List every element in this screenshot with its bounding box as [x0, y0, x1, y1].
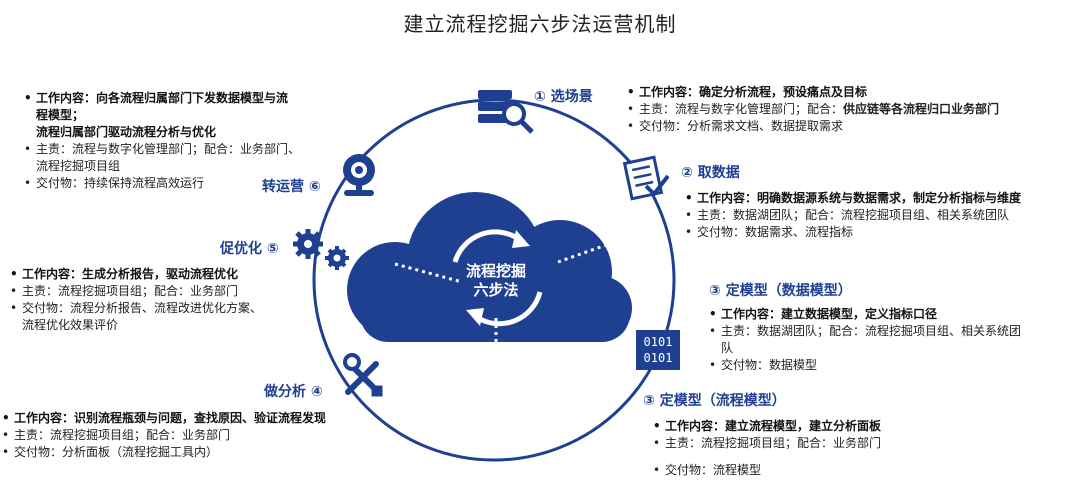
binary-line1: 0101 — [643, 335, 673, 349]
step3b-work: 工作内容：建立流程模型，建立分析面板 — [651, 418, 881, 435]
step6-work-cont: 程模型； — [36, 108, 85, 122]
step4-details: 工作内容：识别流程瓶颈与问题，查找原因、验证流程发现 主责：流程挖掘项目组；配合… — [0, 410, 326, 461]
step2-details: 工作内容：明确数据源系统与数据需求，制定分析指标与维度 主责：数据湖团队；配合：… — [683, 190, 1021, 241]
cycle-ring — [312, 98, 676, 462]
step3b-details: 工作内容：建立流程模型，建立分析面板 主责：流程挖掘项目组；配合：业务部门 交付… — [651, 418, 881, 479]
step4-work: 工作内容：识别流程瓶颈与问题，查找原因、验证流程发现 — [0, 410, 326, 427]
step1-owner: 主责：流程与数字化管理部门；配合：供应链等各流程归口业务部门 — [625, 101, 999, 118]
database-search-icon — [478, 90, 534, 134]
step6-work-cont2: 流程归属部门驱动流程分析与优化 — [36, 125, 217, 139]
step5-deliverable-cont: 流程优化效果评价 — [22, 318, 119, 332]
step6-owner: 主责：流程与数字化管理部门；配合：业务部门、 — [22, 141, 300, 158]
gears-icon — [293, 229, 349, 270]
step5-details: 工作内容：生成分析报告，驱动流程优化 主责：流程挖掘项目组；配合：业务部门 交付… — [8, 266, 262, 334]
tools-icon — [343, 353, 383, 397]
step3a-details: 工作内容：建立数据模型，定义指标口径 主责：数据湖团队；配合：流程挖掘项目组、相… — [707, 306, 1021, 374]
step5-label: 促优化 ⑤ — [220, 241, 279, 257]
step5-deliverable: 交付物：流程分析报告、流程改进优化方案、 — [8, 300, 262, 317]
step5-work: 工作内容：生成分析报告，驱动流程优化 — [8, 266, 262, 283]
step6-owner-cont: 流程挖掘项目组 — [36, 159, 121, 173]
step1-details: 工作内容：确定分析流程，预设痛点及目标 主责：流程与数字化管理部门；配合：供应链… — [625, 84, 999, 135]
step1-label: ① 选场景 — [534, 89, 593, 105]
step4-deliverable: 交付物：分析面板（流程挖掘工具内） — [0, 444, 326, 461]
center-label-line2: 六步法 — [473, 281, 519, 299]
step3a-deliverable: 交付物：数据模型 — [707, 357, 1021, 374]
center-label-line1: 流程挖掘 — [465, 262, 526, 280]
step3b-label: ③ 定模型（流程模型） — [643, 393, 786, 409]
step6-details: 工作内容：向各流程归属部门下发数据模型与流 程模型； 流程归属部门驱动流程分析与… — [22, 90, 300, 192]
step3b-owner: 主责：流程挖掘项目组；配合：业务部门 — [651, 435, 881, 452]
step2-owner: 主责：数据湖团队；配合：流程挖掘项目组、相关系统团队 — [683, 207, 1021, 224]
cloud-dotted-lines — [394, 236, 627, 348]
step1-work: 工作内容：确定分析流程，预设痛点及目标 — [625, 84, 999, 101]
center-label: 流程挖掘 六步法 — [441, 262, 551, 300]
binary-icon: 0101 0101 — [636, 330, 680, 370]
step2-work: 工作内容：明确数据源系统与数据需求，制定分析指标与维度 — [683, 190, 1021, 207]
step1-deliverable: 交付物：分析需求文档、数据提取需求 — [625, 118, 999, 135]
step3a-label: ③ 定模型（数据模型） — [709, 283, 852, 299]
cloud-shape — [347, 192, 632, 342]
step3a-owner-cont: 队 — [721, 341, 734, 355]
step6-deliverable: 交付物：持续保持流程高效运行 — [22, 175, 300, 192]
step2-label: ② 取数据 — [681, 165, 740, 181]
step3b-deliverable: 交付物：流程模型 — [651, 462, 881, 479]
webcam-icon — [343, 154, 375, 196]
binary-line2: 0101 — [643, 351, 673, 365]
checklist-icon — [622, 155, 670, 201]
step4-owner: 主责：流程挖掘项目组；配合：业务部门 — [0, 427, 326, 444]
page-title: 建立流程挖掘六步法运营机制 — [403, 12, 677, 36]
cycle-arrows-icon — [452, 229, 543, 327]
step3a-work: 工作内容：建立数据模型，定义指标口径 — [707, 306, 1021, 323]
step5-owner: 主责：流程挖掘项目组；配合：业务部门 — [8, 283, 262, 300]
step3a-owner: 主责：数据湖团队；配合：流程挖掘项目组、相关系统团 — [707, 323, 1021, 340]
step2-deliverable: 交付物：数据需求、流程指标 — [683, 224, 1021, 241]
step6-work: 工作内容：向各流程归属部门下发数据模型与流 — [22, 90, 300, 107]
step4-label: 做分析 ④ — [264, 384, 323, 400]
